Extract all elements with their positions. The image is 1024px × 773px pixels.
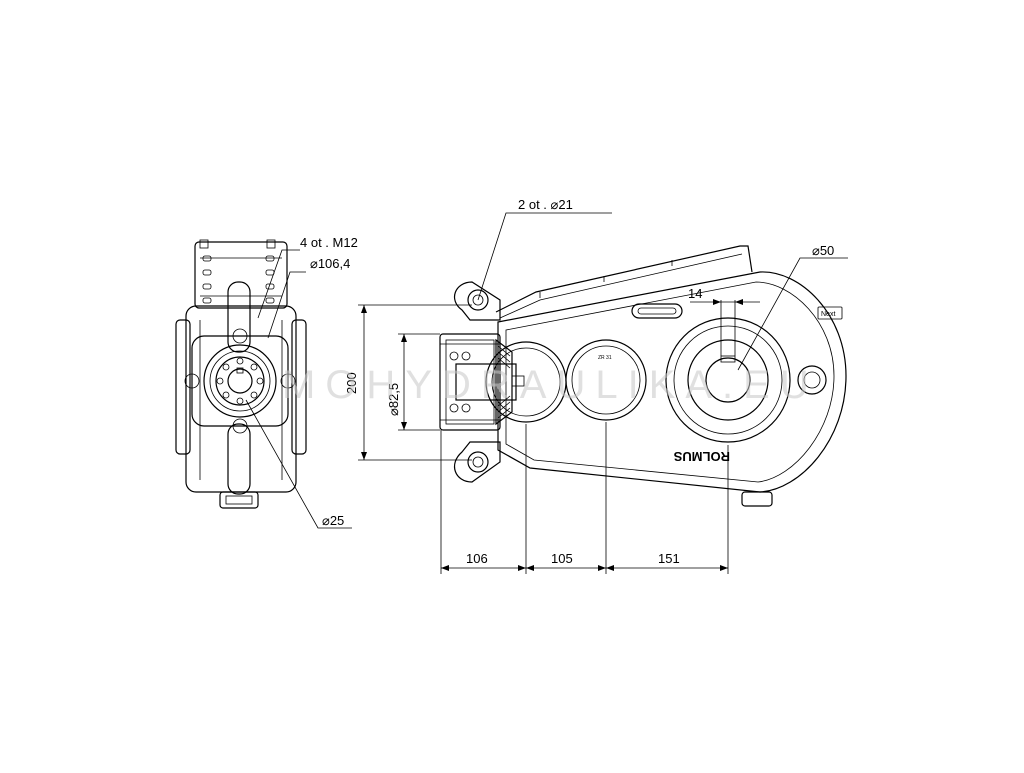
mount-hole-bottom [467, 451, 489, 473]
tiny-mark: ZR 31 [598, 355, 612, 361]
shaft-diameter-label: ⌀25 [322, 513, 344, 528]
dim-106: 106 [466, 551, 488, 566]
flange-lobe-top [453, 281, 501, 321]
output-shaft [705, 357, 751, 403]
oval-slot [631, 303, 683, 319]
top-bracket [194, 241, 288, 309]
input-flange [439, 333, 501, 431]
front-view: ZR 31 ROLMUS Next 106 105 151 [344, 197, 848, 574]
output-gear [665, 317, 791, 443]
output-shaft-diameter-label: ⌀50 [812, 243, 834, 258]
bearing-marks [440, 343, 500, 421]
side-housing [185, 305, 297, 493]
drain-plug [741, 491, 773, 507]
dim-105: 105 [551, 551, 573, 566]
holes-label: 2 ot . ⌀21 [518, 197, 573, 212]
input-shaft-section [455, 363, 517, 401]
key-width-label: 14 [688, 286, 702, 301]
top-cover [495, 245, 753, 313]
flange-diameter-label: ⌀106,4 [310, 256, 350, 271]
square-flange [191, 335, 289, 427]
dim-151: 151 [658, 551, 680, 566]
main-housing [497, 271, 847, 493]
key-dimension: 14 [688, 286, 760, 356]
oil-plug [797, 365, 827, 395]
bolts-label: 4 ot . M12 [300, 235, 358, 250]
flange-lobe-bottom [453, 441, 501, 483]
side-view: 4 ot . M12 ⌀106,4 ⌀25 [175, 235, 358, 529]
height-dimension: 200 [344, 304, 472, 461]
gear-2 [565, 339, 647, 421]
flange-circle [203, 344, 277, 418]
next-badge [817, 306, 843, 320]
bearing-balls [216, 357, 264, 405]
horizontal-dimensions: 106 105 151 [441, 551, 728, 571]
bore-dimension: ⌀82,5 [386, 333, 440, 431]
next-badge-label: Next [821, 311, 835, 318]
watermark: MOHYDRAULIKA.EU [282, 363, 819, 407]
dim-200: 200 [344, 372, 359, 394]
input-shaft [227, 368, 253, 394]
mount-hole-top [467, 289, 489, 311]
bore-diameter-label: ⌀82,5 [386, 383, 401, 416]
brand-label: ROLMUS [673, 449, 730, 464]
